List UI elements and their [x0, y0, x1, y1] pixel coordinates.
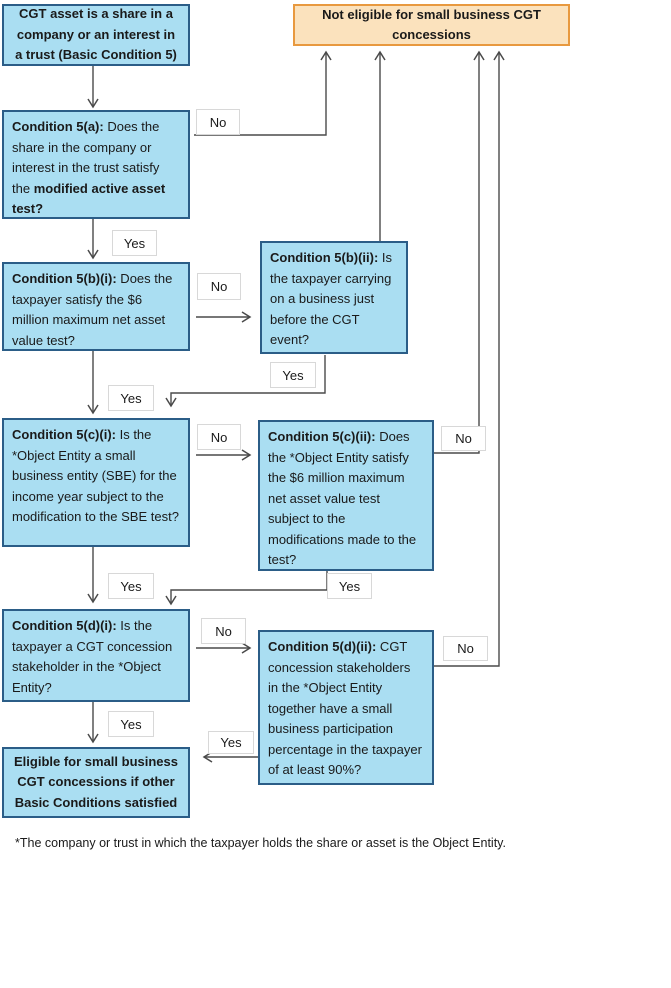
label-yes-5cii: Yes — [327, 573, 372, 599]
node-eligible-text: Eligible for small business CGT concessi… — [14, 753, 178, 810]
node-condition-5di-text: Is the taxpayer a CGT concession stakeho… — [12, 618, 173, 695]
label-yes-5bii: Yes — [270, 362, 316, 388]
node-condition-5a: Condition 5(a): Does the share in the co… — [2, 110, 190, 219]
label-no-5di: No — [201, 618, 246, 644]
footnote: *The company or trust in which the taxpa… — [15, 836, 506, 850]
arrow-yes-5cii-to-5di — [165, 571, 328, 606]
label-yes-5dii: Yes — [208, 731, 254, 754]
label-yes-5ci: Yes — [108, 573, 154, 599]
node-condition-5cii-label: Condition 5(c)(ii): — [268, 429, 376, 444]
node-basic-condition-5: CGT asset is a share in a company or an … — [2, 4, 190, 66]
node-condition-5dii: Condition 5(d)(ii): CGT concession stake… — [258, 630, 434, 785]
node-not-eligible-text: Not eligible for small business CGT conc… — [322, 6, 541, 43]
node-condition-5ci-text: Is the *Object Entity a small business e… — [12, 427, 179, 524]
label-no-5bi: No — [197, 273, 241, 300]
node-condition-5bi-label: Condition 5(b)(i): — [12, 271, 117, 286]
label-yes-5a: Yes — [112, 230, 157, 256]
node-condition-5ci: Condition 5(c)(i): Is the *Object Entity… — [2, 418, 190, 547]
node-condition-5cii: Condition 5(c)(ii): Does the *Object Ent… — [258, 420, 434, 571]
node-condition-5bi-text: Does the taxpayer satisfy the $6 million… — [12, 271, 173, 348]
arrow-yes-5bii-to-5ci — [165, 355, 326, 408]
label-yes-5di: Yes — [108, 711, 154, 737]
node-basic-condition-5-text: CGT asset is a share in a company or an … — [15, 6, 177, 63]
node-condition-5a-label: Condition 5(a): — [12, 119, 104, 134]
node-condition-5cii-text: Does the *Object Entity satisfy the $6 m… — [268, 429, 417, 567]
label-no-5dii: No — [443, 636, 488, 661]
node-condition-5bii-text: Is the taxpayer carrying on a business j… — [270, 250, 393, 347]
arrow-no-5a-to-noteligible — [194, 50, 332, 136]
node-not-eligible: Not eligible for small business CGT conc… — [293, 4, 570, 46]
label-no-5cii: No — [441, 426, 486, 451]
arrow-no-5cii-to-noteligible — [434, 50, 485, 454]
node-eligible: Eligible for small business CGT concessi… — [2, 747, 190, 818]
node-condition-5ci-label: Condition 5(c)(i): — [12, 427, 116, 442]
arrow-no-5dii-to-noteligible — [434, 50, 505, 667]
node-condition-5di: Condition 5(d)(i): Is the taxpayer a CGT… — [2, 609, 190, 702]
node-condition-5a-text: Does the share in the company or interes… — [12, 119, 160, 196]
label-no-5a: No — [196, 109, 240, 135]
node-condition-5di-label: Condition 5(d)(i): — [12, 618, 117, 633]
node-condition-5bii: Condition 5(b)(ii): Is the taxpayer carr… — [260, 241, 408, 354]
label-no-5ci: No — [197, 424, 241, 450]
label-yes-5bi: Yes — [108, 385, 154, 411]
node-condition-5a-emphasis: modified active asset test? — [12, 180, 166, 217]
node-condition-5bi: Condition 5(b)(i): Does the taxpayer sat… — [2, 262, 190, 351]
node-condition-5bii-label: Condition 5(b)(ii): — [270, 250, 379, 265]
node-condition-5dii-label: Condition 5(d)(ii): — [268, 639, 377, 654]
node-condition-5dii-text: CGT concession stakeholders in the *Obje… — [268, 639, 422, 777]
